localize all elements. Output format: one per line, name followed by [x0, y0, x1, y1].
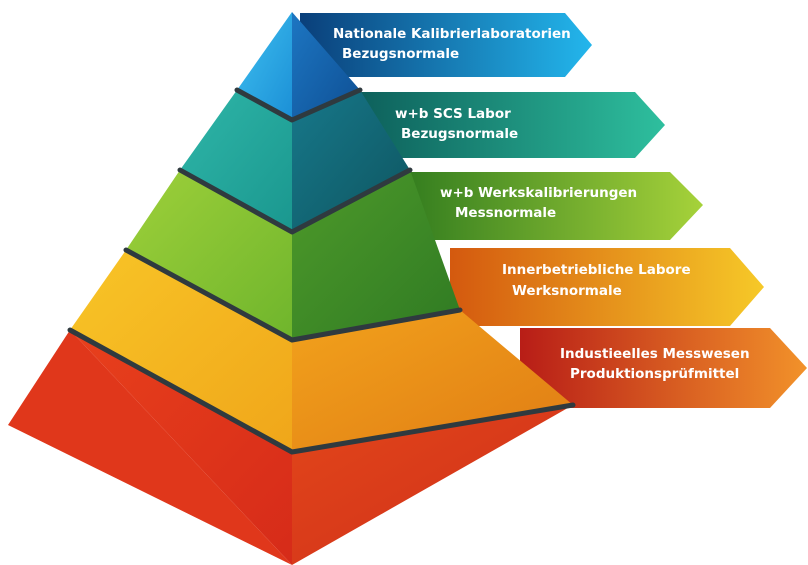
level-1-label-line1: Nationale Kalibrierlaboratorien — [333, 26, 571, 42]
level-5-label-line1: Industieelles Messwesen — [560, 346, 750, 362]
level-5-label-line2: Produktionsprüfmittel — [570, 366, 739, 382]
arrow-level-4 — [450, 248, 764, 326]
level-4-label-line2: Werksnormale — [512, 283, 622, 299]
level-4-label-line1: Innerbetriebliche Labore — [502, 262, 691, 278]
arrow-level-2 — [340, 92, 665, 158]
pyramid-level-5 — [8, 330, 573, 565]
level-2-label-line1: w+b SCS Labor — [395, 106, 511, 122]
level-3-label-line1: w+b Werkskalibrierungen — [440, 185, 637, 201]
pyramid-separators — [67, 87, 576, 455]
level-1-label-line2: Bezugsnormale — [342, 46, 459, 62]
level-2-label-line2: Bezugsnormale — [401, 126, 518, 142]
arrow-level-3 — [395, 172, 703, 240]
pyramid-level-2 — [180, 90, 410, 232]
arrow-level-1 — [300, 13, 592, 77]
pyramid-level-1 — [237, 12, 360, 120]
arrow-level-5 — [520, 328, 807, 408]
level-3-label-line2: Messnormale — [455, 205, 556, 221]
